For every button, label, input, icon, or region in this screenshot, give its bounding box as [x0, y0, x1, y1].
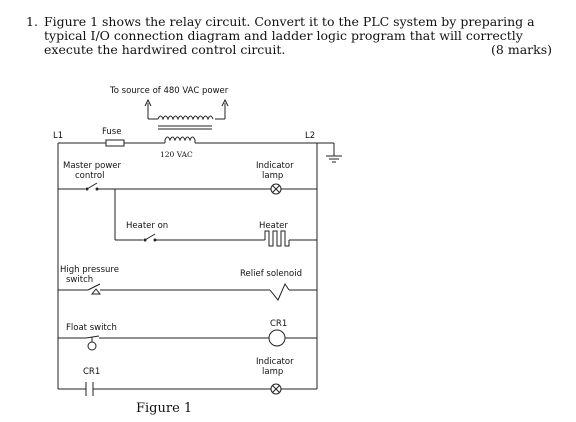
heater-on-switch	[144, 233, 156, 241]
rung4-input-label: Float switch	[66, 323, 117, 333]
source-arrow-left	[144, 98, 152, 107]
rung3-output-label: Relief solenoid	[240, 269, 302, 279]
l1-label: L1	[53, 131, 63, 141]
rung5-output-label: Indicator lamp	[256, 357, 296, 377]
rung3-input-label: High pressure switch	[60, 265, 122, 285]
question-marks: (8 marks)	[491, 42, 552, 57]
fuse-symbol	[105, 139, 125, 147]
rung5-input-label: CR1	[83, 367, 100, 377]
secondary-voltage-label: 120 VAC	[160, 150, 193, 159]
relief-solenoid-symbol	[269, 282, 290, 301]
fuse-label: Fuse	[102, 127, 121, 137]
pressure-switch	[87, 283, 101, 291]
rung1-input-label: Master power control	[63, 161, 124, 181]
rung2-input-label: Heater on	[126, 221, 168, 231]
figure-caption: Figure 1	[136, 401, 192, 416]
rung2-output-label: Heater	[259, 221, 288, 231]
transformer-secondary	[164, 136, 196, 142]
master-power-switch	[86, 182, 98, 190]
l2-label: L2	[305, 131, 315, 141]
transformer-primary	[157, 115, 214, 121]
source-arrow-right	[221, 98, 229, 107]
question-text: Figure 1 shows the relay circuit. Conver…	[44, 14, 535, 57]
question-number: 1.	[26, 14, 38, 29]
cr1-coil	[268, 329, 286, 347]
source-label: To source of 480 VAC power	[109, 86, 229, 96]
rung1-output-label: Indicator lamp	[256, 161, 296, 181]
rung4-output-label: CR1	[270, 319, 287, 329]
heater-symbol	[264, 230, 290, 247]
float-symbol	[87, 341, 97, 351]
